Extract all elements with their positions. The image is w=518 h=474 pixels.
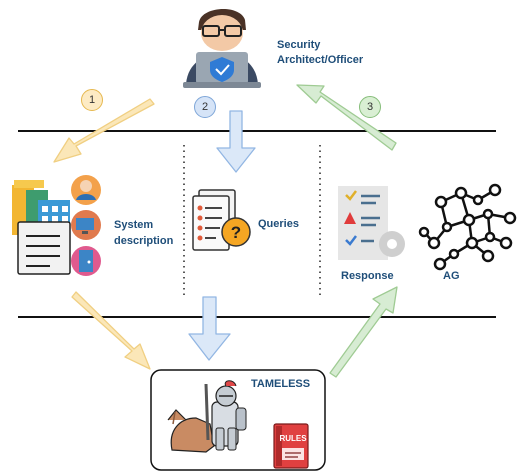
arrow-step2-to-queries [216,110,256,173]
computer-avatar-icon [71,210,101,240]
step-1-badge: 1 [81,89,103,111]
system-description-icon [12,180,71,275]
rules-book-icon: RULES [273,423,309,469]
security-architect-label: Security Architect/Officer [277,39,364,66]
step-3-badge: 3 [359,96,381,118]
rules-book-label: RULES [279,434,307,443]
arrow-step1-to-system [53,98,155,163]
response-checklist-icon [338,186,405,260]
response-label: Response [341,270,394,282]
arrow-queries-to-tameless [188,296,231,361]
svg-text:?: ? [231,223,241,242]
ag-label: AG [443,270,460,282]
attack-graph-icon [418,183,517,271]
arrow-step3-to-actor [296,84,397,151]
queries-document-icon: ? [192,189,251,251]
system-description-label-line2: description [114,235,174,247]
security-architect-icon [183,8,261,88]
arrow-system-to-tameless [71,291,151,370]
door-avatar-icon [71,246,101,276]
arrow-tameless-to-response [329,286,398,378]
person-avatar-icon [71,175,101,205]
queries-label: Queries [258,218,299,230]
step-2-badge: 2 [194,96,216,118]
knight-on-horse-icon [167,380,247,453]
tameless-label: TAMELESS [251,378,311,390]
system-description-label: System description [114,217,173,249]
system-description-label-line1: System [114,219,154,231]
